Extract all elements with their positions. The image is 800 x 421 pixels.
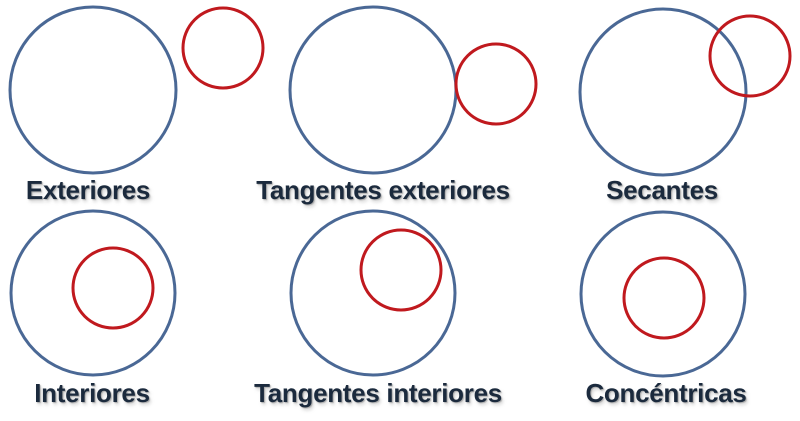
caption-concentricas: Concéntricas: [585, 378, 747, 408]
panel-interiores: [9, 209, 177, 377]
outer-circle: [9, 209, 177, 377]
inner-circle: [708, 14, 792, 98]
inner-circle: [454, 42, 538, 126]
panel-tangentes-exteriores: [288, 5, 538, 175]
panel-exteriores: [8, 5, 265, 175]
outer-circle: [288, 5, 458, 175]
panel-concentricas: [579, 210, 747, 378]
caption-tangentes-interiores: Tangentes interiores: [254, 378, 502, 408]
caption-interiores: Interiores: [34, 378, 150, 408]
inner-circle: [181, 6, 265, 90]
outer-circle: [8, 5, 178, 175]
outer-circle: [289, 209, 457, 377]
outer-circle: [579, 210, 747, 378]
panel-tangentes-interiores: [289, 209, 457, 377]
caption-tangentes-exteriores: Tangentes exteriores: [256, 175, 510, 205]
inner-circle: [622, 256, 706, 340]
panel-secantes: [578, 7, 792, 177]
inner-circle: [359, 228, 443, 312]
outer-circle: [578, 7, 748, 177]
inner-circle: [71, 246, 155, 330]
caption-exteriores: Exteriores: [25, 175, 151, 205]
caption-secantes: Secantes: [606, 175, 718, 205]
